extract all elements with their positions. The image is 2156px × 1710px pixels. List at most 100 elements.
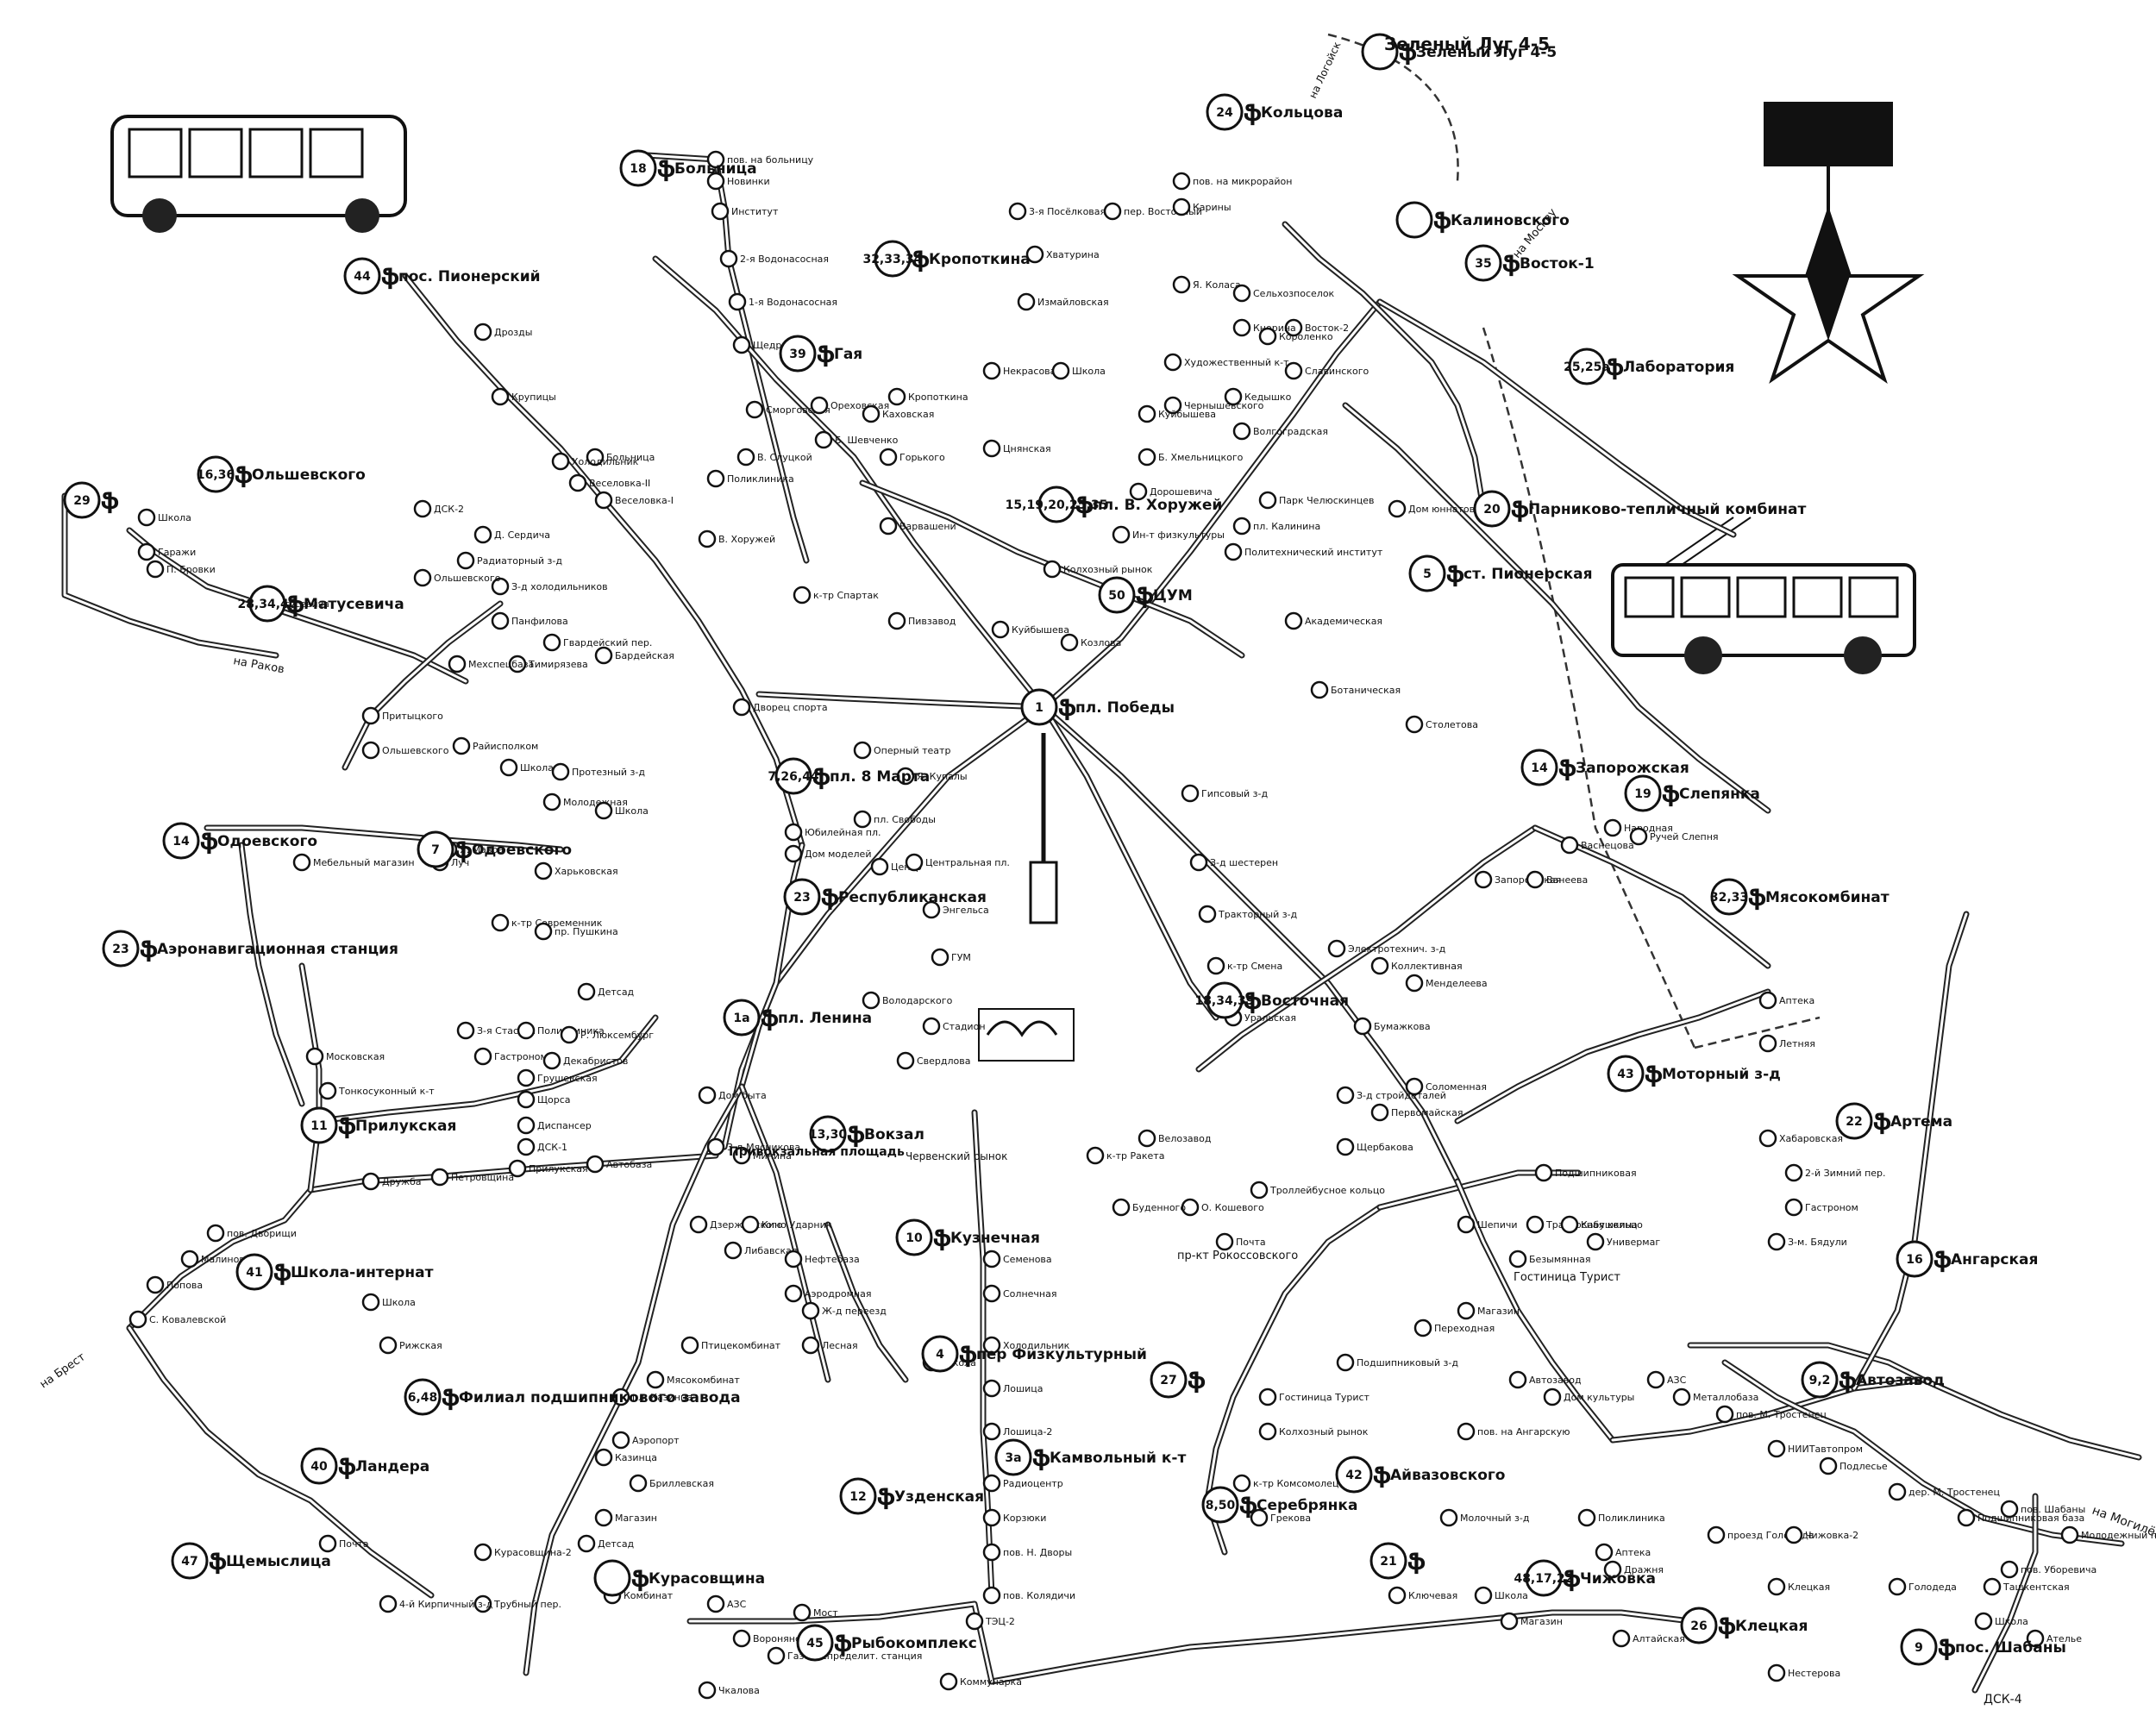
stop-marker[interactable]: [1457, 1301, 1476, 1320]
stop-marker[interactable]: [870, 857, 889, 876]
stop-marker[interactable]: [517, 1137, 536, 1156]
terminal-laboratoria[interactable]: [1568, 348, 1606, 385]
stop-marker[interactable]: [706, 150, 725, 169]
stop-marker[interactable]: [1957, 1508, 1976, 1527]
stop-marker[interactable]: [473, 525, 492, 544]
stop-marker[interactable]: [594, 491, 613, 510]
stop-marker[interactable]: [698, 1086, 717, 1105]
stop-marker[interactable]: [982, 1586, 1001, 1605]
stop-marker[interactable]: [1086, 1146, 1105, 1165]
stop-marker[interactable]: [594, 646, 613, 665]
stop-marker[interactable]: [982, 1250, 1001, 1268]
terminal-t21[interactable]: [1369, 1542, 1407, 1580]
terminal-serebryanka[interactable]: [1201, 1486, 1239, 1524]
terminal-olshevskogo[interactable]: [197, 455, 235, 493]
stop-marker[interactable]: [1232, 318, 1251, 337]
stop-marker[interactable]: [491, 913, 510, 932]
stop-marker[interactable]: [1336, 1137, 1355, 1156]
terminal-parnikovo[interactable]: [1473, 490, 1511, 528]
stop-marker[interactable]: [793, 1603, 812, 1622]
terminal-bolnica[interactable]: [619, 149, 657, 187]
stop-marker[interactable]: [1508, 1250, 1527, 1268]
stop-marker[interactable]: [1595, 1543, 1614, 1562]
terminal-vokzal[interactable]: [809, 1115, 847, 1153]
stop-marker[interactable]: [1526, 1215, 1545, 1234]
stop-marker[interactable]: [1138, 448, 1156, 467]
stop-marker[interactable]: [1784, 1525, 1803, 1544]
stop-marker[interactable]: [862, 404, 881, 423]
stop-marker[interactable]: [1250, 1181, 1269, 1200]
stop-marker[interactable]: [2060, 1525, 2079, 1544]
stop-marker[interactable]: [1017, 292, 1036, 311]
stop-marker[interactable]: [517, 1116, 536, 1135]
terminal-zaporozhskaya[interactable]: [1520, 749, 1558, 786]
stop-marker[interactable]: [706, 172, 725, 191]
terminal-zeleny[interactable]: [1361, 33, 1399, 71]
stop-marker[interactable]: [982, 1508, 1001, 1527]
stop-marker[interactable]: [473, 1047, 492, 1066]
stop-marker[interactable]: [1629, 827, 1648, 846]
stop-marker[interactable]: [594, 1448, 613, 1467]
stop-marker[interactable]: [728, 292, 747, 311]
stop-marker[interactable]: [1767, 1232, 1786, 1251]
terminal-slepyanka[interactable]: [1624, 774, 1662, 812]
stop-marker[interactable]: [1181, 1198, 1200, 1217]
stop-marker[interactable]: [586, 1155, 605, 1174]
stop-marker[interactable]: [1112, 1198, 1131, 1217]
stop-marker[interactable]: [896, 1051, 915, 1070]
stop-marker[interactable]: [680, 1336, 699, 1355]
stop-marker[interactable]: [982, 1336, 1001, 1355]
terminal-shkola_internat[interactable]: [235, 1253, 273, 1291]
stop-marker[interactable]: [810, 396, 829, 415]
stop-marker[interactable]: [1715, 1405, 1734, 1424]
stop-marker[interactable]: [732, 698, 751, 717]
stop-marker[interactable]: [1258, 491, 1277, 510]
stop-marker[interactable]: [206, 1224, 225, 1243]
stop-marker[interactable]: [922, 1017, 941, 1036]
stop-marker[interactable]: [1138, 1129, 1156, 1148]
terminal-fizkulturny[interactable]: [921, 1335, 959, 1373]
terminal-angarskaya[interactable]: [1896, 1240, 1934, 1278]
stop-marker[interactable]: [577, 982, 596, 1001]
stop-marker[interactable]: [982, 1284, 1001, 1303]
stop-marker[interactable]: [1388, 499, 1407, 518]
stop-marker[interactable]: [1784, 1163, 1803, 1182]
stop-marker[interactable]: [1060, 633, 1079, 652]
stop-marker[interactable]: [1819, 1456, 1838, 1475]
stop-marker[interactable]: [1310, 680, 1329, 699]
stop-marker[interactable]: [430, 1168, 449, 1187]
stop-marker[interactable]: [452, 736, 471, 755]
stop-marker[interactable]: [982, 1379, 1001, 1398]
stop-marker[interactable]: [1388, 1586, 1407, 1605]
stop-marker[interactable]: [879, 517, 898, 536]
stop-marker[interactable]: [1439, 1508, 1458, 1527]
stop-marker[interactable]: [1457, 1422, 1476, 1441]
terminal-ayvazovskogo[interactable]: [1335, 1456, 1373, 1494]
stop-marker[interactable]: [1258, 327, 1277, 346]
terminal-rybokompleks[interactable]: [796, 1624, 834, 1662]
stop-marker[interactable]: [542, 792, 561, 811]
stop-marker[interactable]: [784, 844, 803, 863]
stop-marker[interactable]: [732, 1629, 751, 1648]
stop-marker[interactable]: [853, 741, 872, 760]
stop-marker[interactable]: [128, 1310, 147, 1329]
stop-marker[interactable]: [1974, 1612, 1993, 1631]
stop-marker[interactable]: [1284, 318, 1303, 337]
terminal-vostochnaya[interactable]: [1206, 981, 1244, 1019]
stop-marker[interactable]: [991, 620, 1010, 639]
stop-marker[interactable]: [517, 1068, 536, 1087]
stop-marker[interactable]: [745, 400, 764, 419]
stop-marker[interactable]: [1474, 870, 1493, 889]
terminal-t27[interactable]: [1150, 1361, 1188, 1399]
terminal-kleckaya[interactable]: [1680, 1607, 1718, 1644]
stop-marker[interactable]: [448, 655, 467, 673]
terminal-motorny[interactable]: [1607, 1055, 1645, 1093]
terminal-post29[interactable]: [63, 481, 101, 519]
stop-marker[interactable]: [1784, 1198, 1803, 1217]
stop-marker[interactable]: [1138, 404, 1156, 423]
stop-marker[interactable]: [1983, 1577, 2002, 1596]
stop-marker[interactable]: [1586, 1232, 1605, 1251]
stop-marker[interactable]: [1612, 1629, 1631, 1648]
stop-marker[interactable]: [1336, 1086, 1355, 1105]
terminal-kuznechnaya[interactable]: [895, 1218, 933, 1256]
